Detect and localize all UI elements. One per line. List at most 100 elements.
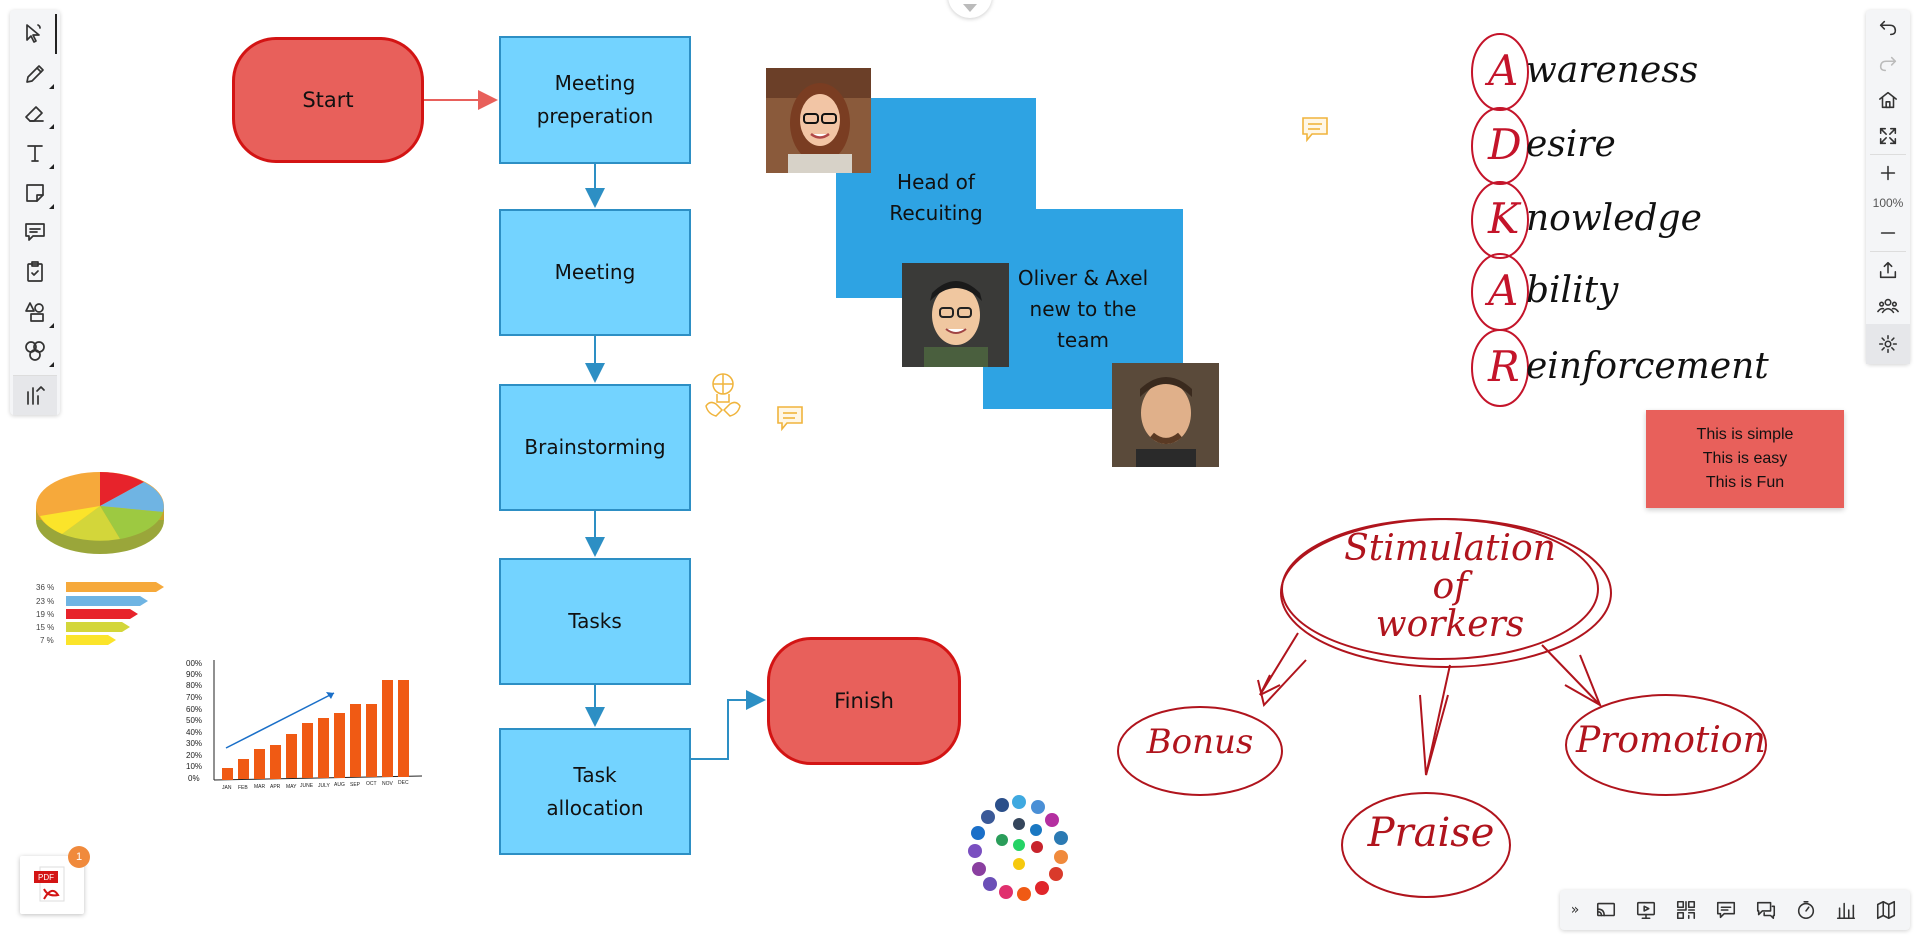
mindmap-center-node[interactable]: Stimulation of workers (1330, 530, 1570, 644)
svg-text:MAR: MAR (254, 784, 266, 790)
qr-code-button[interactable] (1666, 890, 1706, 930)
users-button[interactable] (1866, 288, 1910, 324)
photo-young-man[interactable] (902, 263, 1009, 367)
zoom-in-button[interactable] (1866, 155, 1910, 191)
map-button[interactable] (1866, 890, 1906, 930)
stickers-icon (25, 341, 45, 362)
woman-portrait-icon (766, 68, 871, 173)
svg-text:90%: 90% (186, 670, 202, 679)
chat-button[interactable] (1706, 890, 1746, 930)
mindmap-center-line: Stimulation (1344, 528, 1556, 569)
comment-tool[interactable] (13, 213, 57, 253)
cast-button[interactable] (1586, 890, 1626, 930)
undo-icon (1879, 20, 1897, 36)
arrow-bar-chart-sticker[interactable]: 36 %23 %19 %15 %7 % (34, 576, 166, 648)
svg-text:19 %: 19 % (36, 610, 54, 619)
timer-icon (1797, 900, 1815, 920)
pdf-count-badge: 1 (68, 846, 90, 868)
zoom-out-button[interactable] (1866, 215, 1910, 251)
settings-button[interactable] (1866, 324, 1910, 364)
redo-icon (1879, 56, 1897, 72)
svg-text:AUG: AUG (334, 782, 345, 788)
text-tool[interactable] (13, 133, 57, 173)
select-tool-icon (26, 23, 41, 43)
svg-text:JAN: JAN (222, 785, 232, 791)
pie-chart-sticker[interactable] (32, 468, 168, 558)
comment-icon (25, 223, 45, 242)
qr-code-icon (1676, 900, 1696, 920)
social-media-icons-sticker[interactable] (964, 792, 1074, 902)
svg-text:FEB: FEB (238, 785, 248, 791)
pdf-attachment[interactable]: PDF 1 (20, 846, 90, 914)
eraser-tool[interactable] (13, 93, 57, 133)
comment-pin-icon[interactable] (1300, 115, 1330, 147)
sticky-note-line: This is simple (1696, 426, 1794, 443)
export-button[interactable] (1866, 252, 1910, 288)
comment-pin-icon[interactable] (775, 404, 805, 436)
flow-step-meeting[interactable]: Meeting (499, 209, 691, 336)
map-icon (1876, 900, 1896, 920)
pen-tool[interactable] (13, 54, 57, 94)
zoom-out-icon (1880, 232, 1896, 234)
svg-text:0%: 0% (188, 774, 200, 783)
flow-step-brainstorming[interactable]: Brainstorming (499, 384, 691, 511)
mindmap-branch-bonus[interactable]: Bonus (1146, 722, 1254, 762)
photo-man[interactable] (1112, 363, 1219, 467)
svg-text:MAY: MAY (286, 784, 297, 790)
present-button[interactable] (1626, 890, 1666, 930)
shapes-tool[interactable] (13, 292, 57, 332)
finish-node[interactable]: Finish (767, 637, 961, 765)
clipboard-icon (27, 261, 43, 282)
chart-tool[interactable] (13, 375, 57, 416)
fullscreen-button[interactable] (1866, 118, 1910, 154)
acronym-letter-circles (1471, 33, 1529, 407)
right-toolbar: 100% (1866, 10, 1910, 364)
top-panel-handle[interactable] (948, 0, 992, 18)
flow-step-meeting-preparation[interactable]: Meeting preperation (499, 36, 691, 164)
text-tool-icon (27, 145, 43, 162)
collapse-toolbar-button[interactable]: » (1564, 890, 1586, 930)
svg-text:30%: 30% (186, 739, 202, 748)
users-icon (1877, 298, 1899, 314)
svg-text:80%: 80% (186, 681, 202, 690)
flow-step-tasks[interactable]: Tasks (499, 558, 691, 685)
clipboard-tool[interactable] (13, 252, 57, 292)
redo-button[interactable] (1866, 46, 1910, 82)
acronym-letter: A (1488, 266, 1519, 315)
home-button[interactable] (1866, 82, 1910, 118)
photo-woman[interactable] (766, 68, 871, 173)
home-icon (1878, 91, 1898, 109)
mindmap-branch-praise[interactable]: Praise (1367, 810, 1495, 856)
svg-text:DEC: DEC (398, 780, 409, 786)
comments-icon (1756, 901, 1776, 920)
svg-text:JUNE: JUNE (300, 783, 314, 789)
sticky-note[interactable]: This is simple This is easy This is Fun (1646, 410, 1844, 508)
undo-button[interactable] (1866, 10, 1910, 46)
start-node[interactable]: Start (232, 37, 424, 163)
svg-text:60%: 60% (186, 705, 202, 714)
svg-text:JULY: JULY (318, 783, 331, 789)
acronym-letter: K (1488, 194, 1520, 243)
acronym-letter: D (1488, 120, 1522, 169)
acronym-word: einforcement (1526, 346, 1769, 387)
team-card-head-recruiting[interactable]: Head of Recuiting (836, 98, 1036, 298)
stickers-tool[interactable] (13, 332, 57, 372)
sticky-note-tool[interactable] (13, 173, 57, 213)
flow-step-task-allocation[interactable]: Task allocation (499, 728, 691, 855)
svg-text:OCT: OCT (366, 781, 377, 787)
poll-button[interactable] (1826, 890, 1866, 930)
idea-sticker-icon[interactable] (702, 370, 744, 424)
select-tool[interactable] (13, 14, 57, 54)
pen-tool-icon (26, 64, 44, 83)
svg-text:10%: 10% (186, 762, 202, 771)
mindmap-branch-promotion[interactable]: Promotion (1576, 720, 1766, 761)
sticky-note-icon (26, 183, 44, 202)
timer-button[interactable] (1786, 890, 1826, 930)
mindmap-center-line: workers (1375, 604, 1525, 645)
comments-button[interactable] (1746, 890, 1786, 930)
left-toolbar (10, 10, 60, 416)
acronym-word: wareness (1526, 50, 1699, 91)
